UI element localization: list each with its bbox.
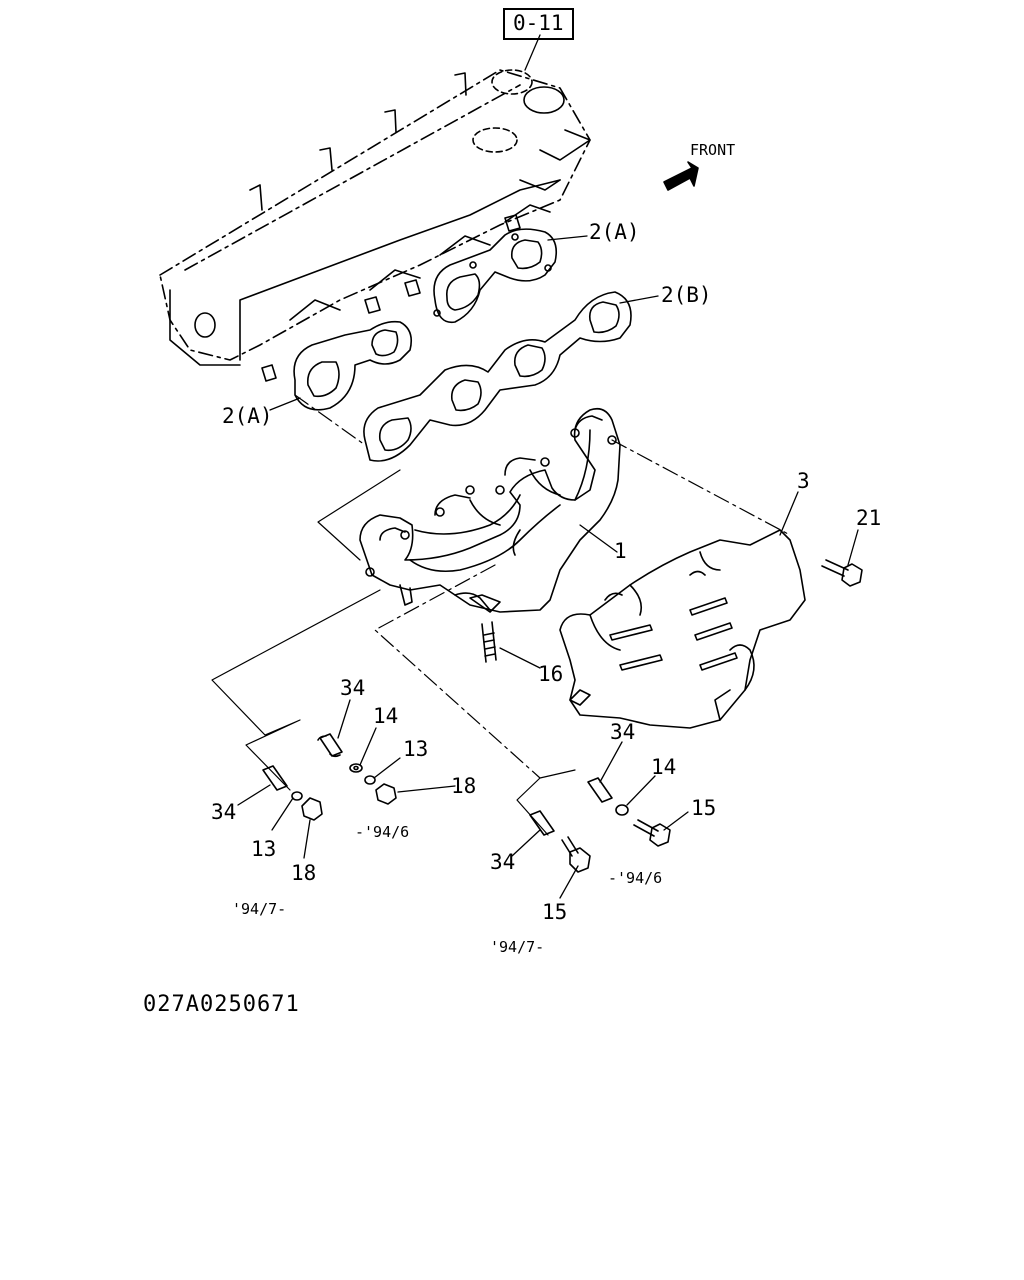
front-arrow — [663, 161, 699, 191]
drawing-code: 027A0250671 — [143, 992, 300, 1017]
callout-15-a: 15 — [691, 796, 717, 820]
assembly-brackets — [211, 469, 576, 836]
callout-15-b: 15 — [542, 900, 568, 924]
callout-13-b: 13 — [251, 837, 277, 861]
date-note-right-from: '94/7- — [490, 938, 545, 956]
callout-34-c: 34 — [610, 720, 636, 744]
date-note-right-until: -'94/6 — [608, 869, 663, 887]
callout-16: 16 — [538, 662, 564, 686]
date-note-left-until: -'94/6 — [355, 823, 410, 841]
callout-2a-top: 2(A) — [589, 220, 640, 244]
front-label: FRONT — [690, 141, 736, 159]
callout-13-a: 13 — [403, 737, 429, 761]
gasket-2a-left — [293, 320, 413, 411]
callout-18-a: 18 — [451, 774, 477, 798]
bolt-21 — [821, 559, 863, 587]
leader-lines — [237, 34, 859, 899]
heat-shield — [559, 529, 806, 729]
callout-14-a: 14 — [373, 704, 399, 728]
stud-16 — [481, 621, 497, 663]
callout-3: 3 — [797, 469, 810, 493]
callout-34-b: 34 — [211, 800, 237, 824]
callout-21: 21 — [856, 506, 882, 530]
left-hardware — [262, 733, 397, 821]
cylinder-head — [159, 69, 591, 382]
reference-box: 0-11 — [503, 8, 574, 41]
phantom-lines — [294, 394, 791, 779]
callout-14-b: 14 — [651, 755, 677, 779]
callout-2a-left: 2(A) — [222, 404, 273, 428]
callout-18-b: 18 — [291, 861, 317, 885]
exhaust-manifold — [359, 407, 621, 613]
gasket-2b — [363, 291, 632, 462]
callout-34-d: 34 — [490, 850, 516, 874]
date-note-left-from: '94/7- — [232, 900, 287, 918]
right-hardware — [529, 777, 671, 873]
gasket-2a-upper — [433, 228, 558, 324]
callout-2b: 2(B) — [661, 283, 712, 307]
callout-34-a: 34 — [340, 676, 366, 700]
callout-1: 1 — [614, 539, 627, 563]
